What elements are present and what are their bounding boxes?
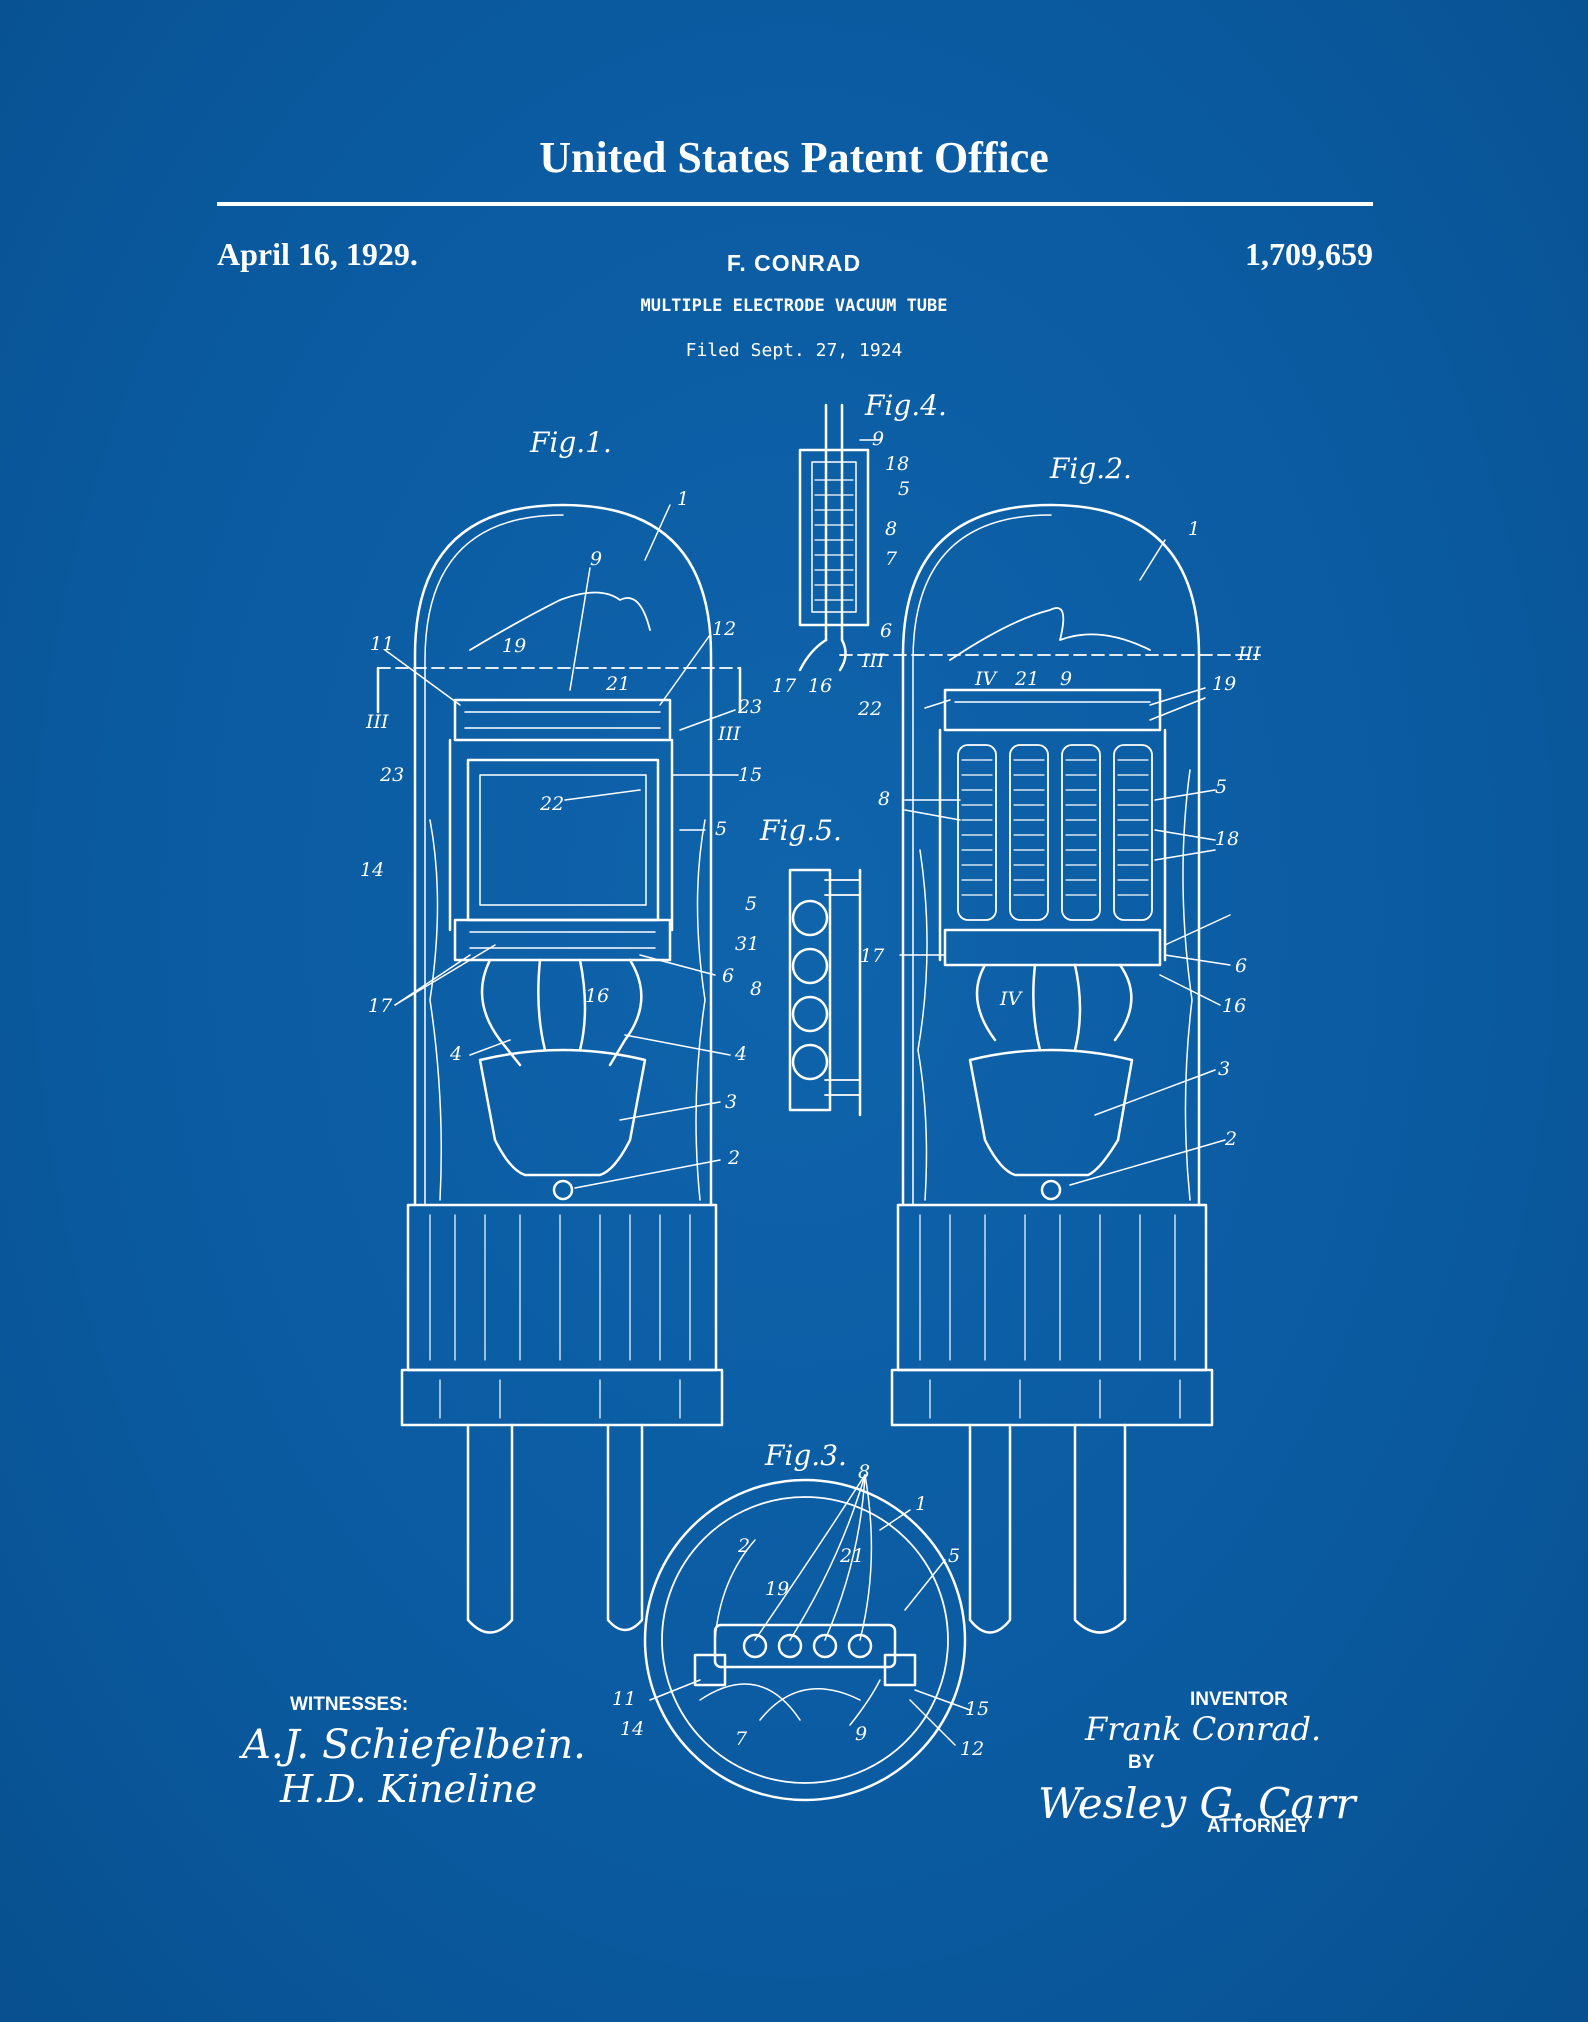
ref-numeral: III xyxy=(1237,643,1261,665)
attorney-signature: Wesley G. Carr xyxy=(1038,1779,1359,1828)
fig5-detail-drawing xyxy=(788,868,862,1117)
ref-numeral: 9 xyxy=(1060,668,1072,690)
ref-numeral: 9 xyxy=(855,1723,867,1745)
ref-numeral: 21 xyxy=(839,1545,864,1567)
ref-numeral: IV xyxy=(974,668,999,690)
ref-numeral: 5 xyxy=(715,818,727,840)
ref-numeral: 16 xyxy=(585,985,609,1007)
fig4-label: Fig.4. xyxy=(864,389,947,422)
fig1-label: Fig.1. xyxy=(529,426,612,459)
ref-numeral: 7 xyxy=(735,1728,748,1750)
ref-numeral: 5 xyxy=(948,1545,960,1567)
ref-numeral: 4 xyxy=(734,1043,747,1065)
ref-numeral: 1 xyxy=(677,488,689,510)
ref-numeral: 2 xyxy=(727,1147,740,1169)
fig3-section-drawing xyxy=(643,1474,971,1802)
ref-numeral: 22 xyxy=(539,793,564,815)
ref-numeral: 9 xyxy=(590,548,602,570)
ref-numeral: III xyxy=(365,711,389,733)
ref-numeral: 1 xyxy=(915,1493,927,1515)
ref-numeral: 21 xyxy=(1014,668,1039,690)
ref-numeral: 9 xyxy=(872,428,884,450)
ref-numeral: 8 xyxy=(750,978,762,1000)
office-title: United States Patent Office xyxy=(539,133,1049,182)
ref-numeral: 5 xyxy=(745,893,757,915)
ref-numeral: 12 xyxy=(712,618,736,640)
ref-numeral: 3 xyxy=(1218,1058,1230,1080)
ref-numeral: 17 xyxy=(368,995,393,1017)
patent-number: 1,709,659 xyxy=(1245,236,1373,272)
ref-numeral: 19 xyxy=(765,1578,789,1600)
ref-numeral: 16 xyxy=(808,675,832,697)
ref-numeral: 6 xyxy=(880,620,892,642)
ref-numeral: 15 xyxy=(965,1698,989,1720)
fig3-label: Fig.3. xyxy=(764,1439,847,1472)
inventor-heading: F. CONRAD xyxy=(726,250,862,276)
ref-numeral: 6 xyxy=(722,965,734,987)
ref-numeral: 3 xyxy=(725,1091,737,1113)
ref-numeral: III xyxy=(861,650,885,672)
fig1-tube-drawing xyxy=(376,503,742,1634)
fig5-label: Fig.5. xyxy=(759,814,842,847)
by-label: BY xyxy=(1128,1752,1155,1773)
inventor-signature: Frank Conrad. xyxy=(1084,1710,1321,1748)
ref-numeral: 21 xyxy=(605,673,630,695)
fig2-label: Fig.2. xyxy=(1049,452,1132,485)
ref-numeral: 31 xyxy=(735,933,759,955)
ref-numeral: 23 xyxy=(737,696,762,718)
ref-numeral: 19 xyxy=(1212,673,1236,695)
ref-numeral: 6 xyxy=(1235,955,1247,977)
ref-numeral: 17 xyxy=(772,675,797,697)
attorney-label: ATTORNEY xyxy=(1207,1816,1310,1837)
witness-1-signature: A.J. Schiefelbein. xyxy=(238,1722,586,1768)
patent-subtitle: MULTIPLE ELECTRODE VACUUM TUBE xyxy=(640,296,948,316)
witness-2-signature: H.D. Kineline xyxy=(279,1767,537,1811)
ref-numeral: 8 xyxy=(878,788,890,810)
ref-numeral: 5 xyxy=(1215,776,1227,798)
title-rule xyxy=(217,202,1373,206)
fig4-detail-drawing xyxy=(798,403,881,672)
inventor-label: INVENTOR xyxy=(1190,1689,1288,1710)
ref-numeral: IV xyxy=(999,988,1024,1010)
ref-numeral: 14 xyxy=(360,859,384,881)
ref-numeral: 2 xyxy=(1224,1128,1237,1150)
ref-numeral: 12 xyxy=(960,1738,984,1760)
ref-numeral: 16 xyxy=(1222,995,1246,1017)
ref-numeral: 19 xyxy=(502,635,526,657)
ref-numeral: III xyxy=(717,723,741,745)
ref-numeral: 8 xyxy=(858,1461,870,1483)
witnesses-label: WITNESSES: xyxy=(290,1694,408,1715)
ref-numeral: 5 xyxy=(898,478,910,500)
ref-numeral: 18 xyxy=(1215,828,1239,850)
ref-numeral: 2 xyxy=(737,1535,750,1557)
ref-numeral: 18 xyxy=(885,453,909,475)
ref-numeral: 23 xyxy=(379,764,404,786)
ref-numeral: 1 xyxy=(1188,518,1200,540)
ref-numeral: 11 xyxy=(612,1688,636,1710)
ref-numeral: 14 xyxy=(620,1718,644,1740)
fig2-tube-drawing xyxy=(839,503,1261,1634)
ref-numeral: 7 xyxy=(885,548,898,570)
ref-numeral: 17 xyxy=(860,945,885,967)
filed-date: Filed Sept. 27, 1924 xyxy=(685,340,903,361)
ref-numeral: 22 xyxy=(857,698,882,720)
ref-numeral: 8 xyxy=(885,518,897,540)
ref-numeral: 4 xyxy=(449,1043,462,1065)
ref-numeral: 11 xyxy=(370,633,394,655)
ref-numeral: 15 xyxy=(738,764,762,786)
patent-date: April 16, 1929. xyxy=(217,236,418,272)
